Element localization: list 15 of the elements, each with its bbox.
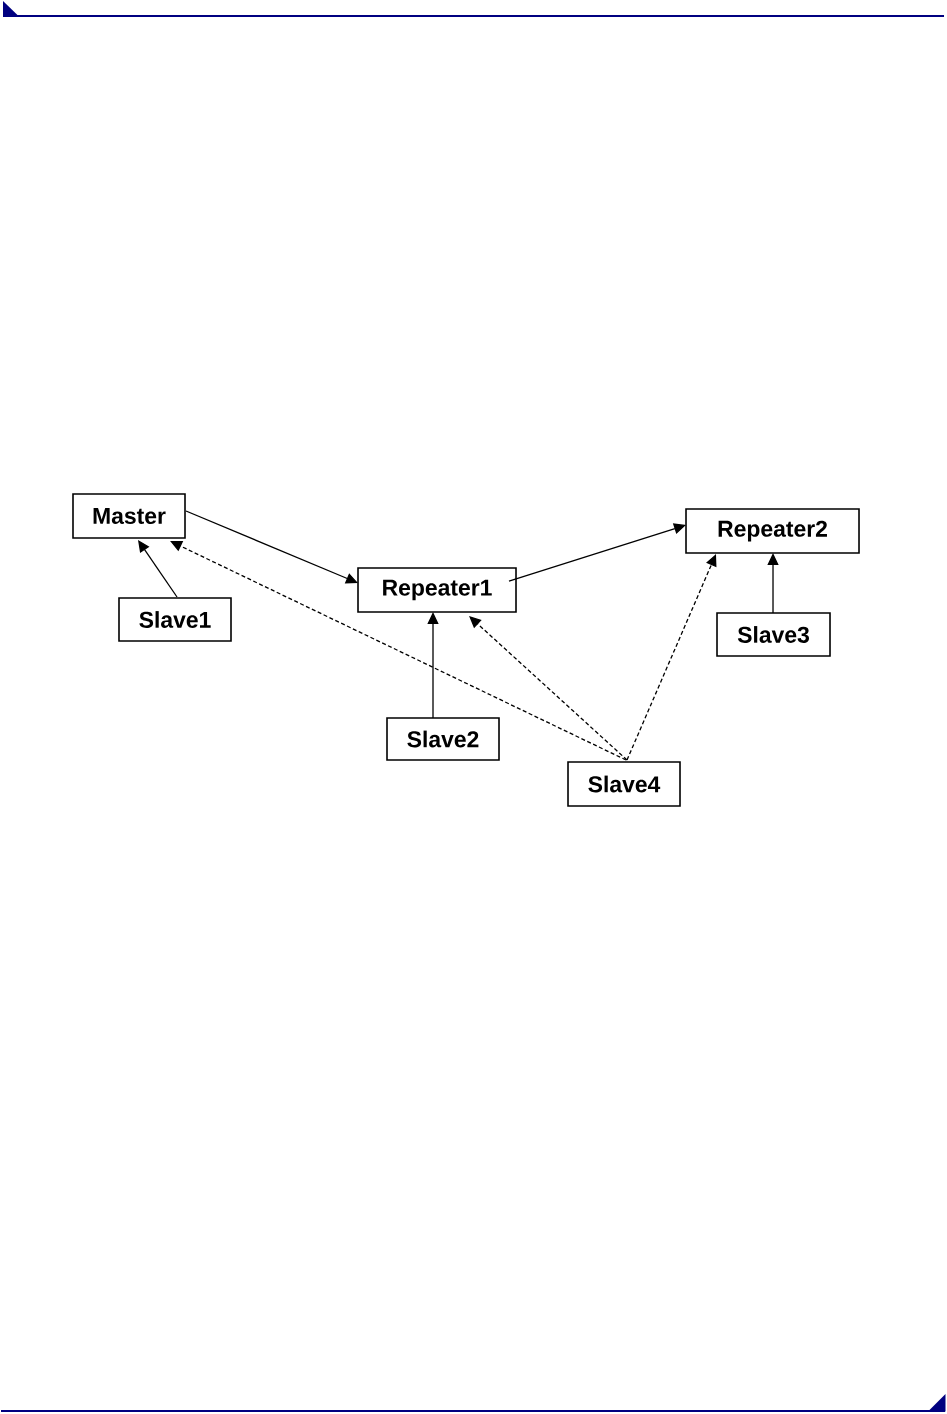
arrow <box>138 540 178 598</box>
node-box: Slave3 <box>716 612 831 657</box>
arrow <box>508 523 686 582</box>
node-box: Master <box>72 493 186 539</box>
dashed-arrow <box>469 616 628 761</box>
dashed-arrow <box>626 554 717 761</box>
node-box: Slave4 <box>567 761 681 807</box>
arrow <box>185 510 358 584</box>
dashed-arrow <box>170 541 627 761</box>
node-box: Repeater2 <box>685 508 860 554</box>
arrow <box>427 612 439 719</box>
node-box: Repeater1 <box>357 567 517 613</box>
node-box: Slave2 <box>386 717 500 761</box>
node-box: Slave1 <box>118 597 232 642</box>
arrow <box>767 553 779 614</box>
